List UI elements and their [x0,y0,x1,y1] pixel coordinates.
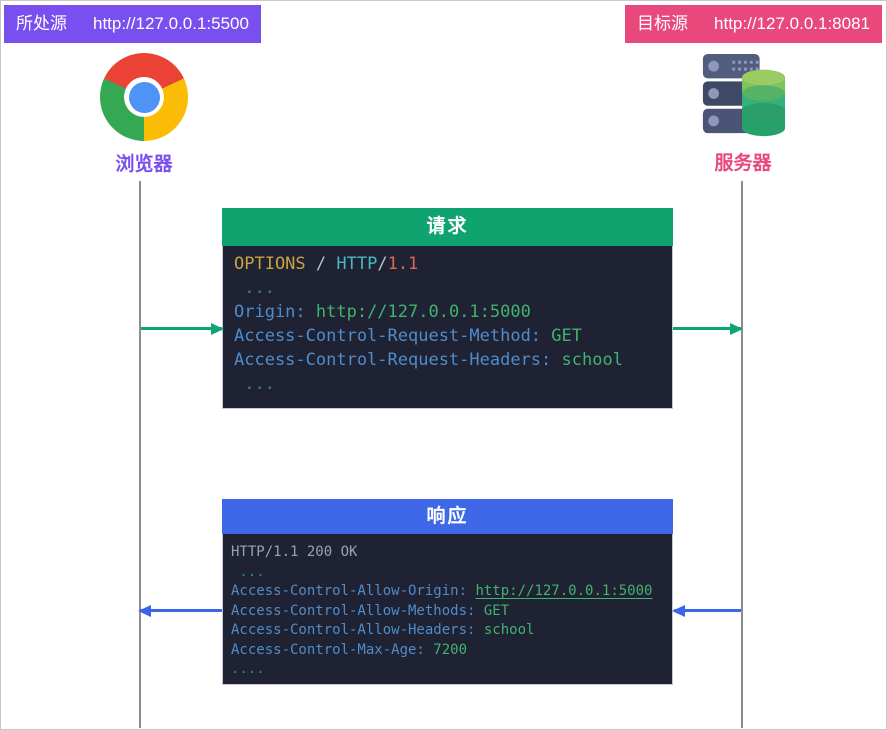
code-line: Access-Control-Request-Headers: school [234,348,659,372]
code-segment-dim: ... [234,278,275,298]
code-line: HTTP/1.1 200 OK [231,543,670,563]
code-segment-key: Access-Control-Request-Headers: [234,350,552,370]
browser-label: 浏览器 [115,154,173,175]
code-segment-val: 7200 [424,641,468,658]
arrow-head-left-icon [138,604,151,617]
code-segment-proto: HTTP [336,254,378,274]
code-segment-key: Access-Control-Request-Method: [234,326,542,346]
target-badge-label: 目标源 [637,14,689,33]
chrome-icon-blue-hub [128,81,160,113]
code-segment-val: http://127.0.0.1:5000 [305,302,531,322]
code-segment-method: OPTIONS [234,254,306,274]
server-lifeline [741,181,743,728]
code-segment-dim: ... [231,563,265,580]
code-segment-plain: HTTP/1.1 200 OK [231,544,358,560]
origin-badge-label: 所处源 [16,14,67,33]
arrow-head-right-icon [730,322,743,335]
code-segment-key: Access-Control-Allow-Methods: [231,602,476,619]
response-box: 响应 HTTP/1.1 200 OK ... Access-Control-All… [222,499,673,685]
database-server-icon [702,53,786,137]
code-line: ... [231,563,670,583]
code-segment-key: Access-Control-Max-Age: [231,641,425,658]
origin-badge: 所处源 http://127.0.0.1:5500 [4,5,261,43]
code-segment-val: school [475,622,535,638]
code-segment-val: GET [541,326,582,346]
target-badge: 目标源 http://127.0.0.1:8081 [625,5,882,43]
response-header: 响应 [222,499,673,534]
request-arrow-box-to-server [673,322,743,335]
code-line: Access-Control-Allow-Methods: GET [231,602,670,622]
code-segment-sep: / [305,254,337,274]
code-segment-val: school [551,350,623,370]
request-code-block: OPTIONS / HTTP/1.1 ...Origin: http://127… [222,246,673,409]
browser-lifeline [139,181,141,728]
code-line: OPTIONS / HTTP/1.1 [234,252,659,276]
chrome-browser-icon [100,53,188,141]
code-line: Access-Control-Request-Method: GET [234,324,659,348]
request-header: 请求 [222,208,673,246]
target-badge-url: http://127.0.0.1:8081 [714,14,870,33]
request-arrow-browser-to-box [141,322,224,335]
code-segment-key: Access-Control-Allow-Headers: [231,622,476,638]
code-line: Access-Control-Allow-Origin: http://127.… [231,582,670,602]
response-code-block: HTTP/1.1 200 OK ... Access-Control-Allow-… [222,534,673,685]
arrow-head-left-icon [672,604,685,617]
code-line: Access-Control-Allow-Headers: school [231,621,670,641]
code-segment-val: GET [475,602,510,619]
server-actor: 服务器 [688,52,798,175]
browser-actor: 浏览器 [89,53,199,176]
code-line: .... [231,660,670,680]
code-segment-ver: 1.1 [387,254,419,274]
response-arrow-box-to-browser [138,604,222,617]
origin-badge-url: http://127.0.0.1:5500 [93,14,249,33]
code-line: ... [234,276,659,300]
code-segment-dim: ... [234,374,275,394]
request-box: 请求 OPTIONS / HTTP/1.1 ...Origin: http://… [222,208,673,409]
code-line: Access-Control-Max-Age: 7200 [231,641,670,661]
response-arrow-server-to-box [672,604,741,617]
code-segment-key: Origin: [234,302,306,322]
code-segment-dim: .... [231,661,265,677]
code-line: Origin: http://127.0.0.1:5000 [234,300,659,324]
server-label: 服务器 [714,153,772,174]
arrow-head-right-icon [211,322,224,335]
code-line: ... [234,372,659,396]
code-segment-link: http://127.0.0.1:5000 [475,583,653,599]
code-segment-key: Access-Control-Allow-Origin: [231,583,468,599]
code-segment-sep: / [377,254,388,274]
